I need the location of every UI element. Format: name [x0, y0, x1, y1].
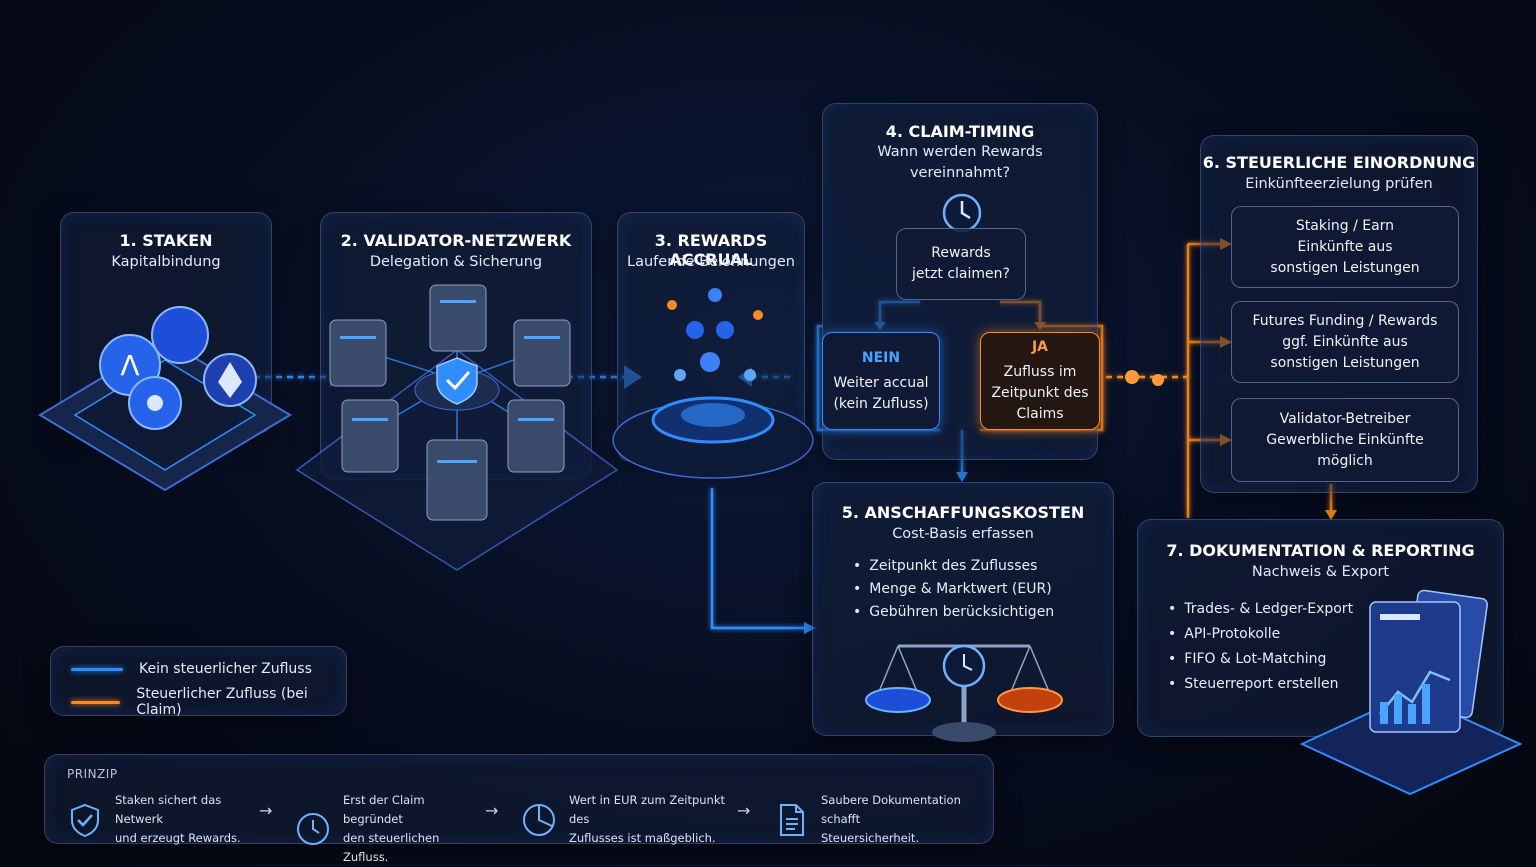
principle-text: den steuerlichen Zufluss.	[343, 831, 440, 864]
stage-7-title: 7. DOKUMENTATION & REPORTING	[1166, 541, 1475, 560]
stage-1-title: 1. STAKEN	[119, 231, 213, 250]
claim-no-label: NEIN	[861, 349, 901, 366]
list-item: Gebühren berücksichtigen	[853, 603, 1054, 622]
principle-text: Staken sichert das Netwerk	[115, 793, 222, 826]
claim-yes-label: JA	[1031, 339, 1049, 355]
tax-case-line: Futures Funding / Rewards	[1252, 312, 1438, 329]
stage-7-panel: 7. DOKUMENTATION & REPORTING Nachweis & …	[1137, 519, 1504, 737]
principle-text: und erzeugt Rewards.	[115, 831, 241, 845]
document-icon	[780, 803, 804, 836]
stage-6-subtitle: Einkünfteerzielung prüfen	[1245, 176, 1433, 192]
principle-text: Erst der Claim begründet	[343, 793, 425, 826]
coin-icon	[1125, 370, 1139, 384]
staking-platform-illustration: Λ	[38, 306, 292, 492]
list-item: Zeitpunkt des Zuflusses	[853, 557, 1054, 576]
principle-text: Wert in EUR zum Zeitpunkt des	[569, 793, 726, 826]
svg-text:Λ: Λ	[120, 349, 139, 382]
stage-3-subtitle: Laufende Belohnungen	[627, 254, 795, 270]
rewards-accrual-illustration	[612, 288, 814, 479]
principle-item: Staken sichert das Netwerk und erzeugt R…	[67, 791, 255, 848]
atom-icon	[151, 306, 209, 364]
principle-text: Zuflusses ist maßgeblich.	[569, 831, 716, 845]
claim-yes-line1: Zufluss im	[1003, 364, 1077, 380]
clock-icon	[297, 813, 329, 845]
claim-yes-box: JA Zufluss im Zeitpunkt des Claims	[980, 332, 1100, 430]
stage-5-title: 5. ANSCHAFFUNGSKOSTEN	[841, 503, 1085, 522]
stage-4-title: 4. CLAIM-TIMING	[885, 122, 1035, 141]
flow-3-5	[710, 488, 808, 630]
arrow-right-icon: →	[737, 801, 751, 820]
legend-label: Steuerlicher Zufluss (bei Claim)	[136, 686, 308, 718]
arrowhead-3-5	[804, 622, 816, 634]
claim-yes-line2: Zeitpunkt des	[991, 385, 1089, 401]
validator-network-illustration	[295, 284, 619, 571]
claim-no-line2: (kein Zufluss)	[833, 395, 929, 412]
tax-case-line: Gewerbliche Einkünfte	[1266, 431, 1424, 448]
tax-case-line: Einkünfte aus	[1297, 238, 1393, 255]
stage-6-title: 6. STEUERLICHE EINORDNUNG	[1202, 153, 1476, 172]
list-item: Trades- & Ledger-Export	[1168, 600, 1353, 619]
tax-case-line: Staking / Earn	[1295, 217, 1395, 234]
tax-case-line: sonstigen Leistungen	[1270, 354, 1420, 371]
arrowhead-4-5	[956, 472, 968, 482]
list-item: Menge & Marktwert (EUR)	[853, 580, 1054, 599]
claim-question-line1: Rewards	[931, 245, 991, 261]
principle-item: Saubere Dokumentation schafft Steuersich…	[773, 791, 961, 848]
coin-icon	[1152, 374, 1164, 386]
stage-4-subtitle-line2: vereinnahmt?	[909, 165, 1011, 181]
shield-check-icon	[71, 803, 99, 837]
stage-5-bullets: Zeitpunkt des Zuflusses Menge & Marktwer…	[853, 557, 1054, 626]
legend-line-blue	[71, 667, 123, 671]
legend-line-orange	[71, 700, 121, 704]
stage-2-subtitle: Delegation & Sicherung	[369, 254, 543, 270]
arrow-right-icon: →	[485, 801, 499, 820]
report-document-icon	[1300, 589, 1522, 796]
claim-yes-line3: Claims	[1016, 406, 1064, 422]
reward-token-icon	[667, 288, 763, 381]
principle-item: Erst der Claim begründet den steuerliche…	[295, 791, 483, 867]
list-item: API-Protokolle	[1168, 625, 1353, 644]
tax-case-line: möglich	[1317, 452, 1373, 469]
principle-label: PRINZIP	[67, 767, 118, 781]
scale-icon	[865, 644, 1063, 742]
principle-bar: PRINZIP Staken sichert das Netwerk und e…	[44, 754, 994, 864]
legend-item-orange: Steuerlicher Zufluss (bei Claim)	[71, 686, 346, 718]
stage-7-subtitle: Nachweis & Export	[1251, 564, 1390, 580]
tax-case-line: sonstigen Leistungen	[1270, 259, 1420, 276]
principle-item: Wert in EUR zum Zeitpunkt des Zuflusses …	[521, 791, 739, 848]
stage-2-title: 2. VALIDATOR-NETZWERK	[340, 231, 572, 250]
tax-case-staking-box: Staking / Earn Einkünfte aus sonstigen L…	[1231, 206, 1459, 288]
stage-1-subtitle: Kapitalbindung	[111, 254, 221, 270]
tax-case-validator-box: Validator-Betreiber Gewerbliche Einkünft…	[1231, 398, 1459, 482]
pie-chart-icon	[523, 803, 555, 836]
legend-label: Kein steuerlicher Zufluss	[139, 661, 312, 677]
claim-no-box: NEIN Weiter accual (kein Zufluss)	[822, 332, 940, 430]
legend-item-blue: Kein steuerlicher Zufluss	[71, 661, 312, 677]
claim-no-line1: Weiter accual	[833, 374, 929, 391]
stage-4-subtitle-line1: Wann werden Rewards	[877, 144, 1043, 160]
arrow-right-icon: →	[259, 801, 273, 820]
claim-question-box: Rewards jetzt claimen?	[896, 228, 1026, 300]
claim-question-line2: jetzt claimen?	[912, 266, 1010, 282]
legend: Kein steuerlicher Zufluss Steuerlicher Z…	[50, 646, 347, 718]
stage-7-bullets: Trades- & Ledger-Export API-Protokolle F…	[1168, 600, 1353, 698]
principle-text: Saubere Dokumentation	[821, 793, 961, 807]
principle-text: schafft Steuersicherheit.	[821, 812, 920, 845]
list-item: FIFO & Lot-Matching	[1168, 650, 1353, 669]
stage-5-subtitle: Cost-Basis erfassen	[892, 526, 1034, 542]
tax-case-futures-box: Futures Funding / Rewards ggf. Einkünfte…	[1231, 301, 1459, 383]
shield-check-icon	[436, 357, 478, 405]
tax-case-line: Validator-Betreiber	[1279, 410, 1411, 427]
arrowhead-6-7	[1325, 510, 1337, 520]
stage-3-title: 3. REWARDS ACCRUAL	[654, 231, 768, 269]
list-item: Steuerreport erstellen	[1168, 675, 1353, 694]
tax-case-line: ggf. Einkünfte aus	[1282, 333, 1408, 350]
